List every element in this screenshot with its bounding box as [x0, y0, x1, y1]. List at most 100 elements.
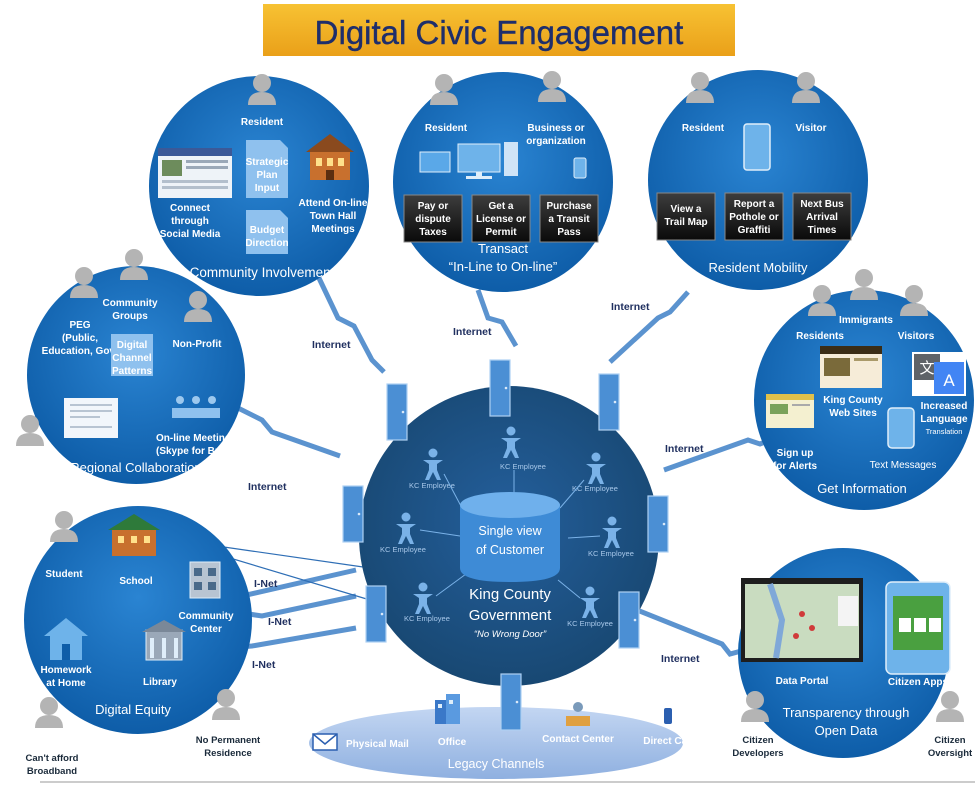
community-groups-label-1: Community — [103, 298, 158, 309]
inet-label: I-Net — [254, 578, 278, 590]
meeting-icon — [172, 396, 220, 418]
website-screenshot — [820, 346, 882, 388]
pothole-label-3: Graffiti — [738, 225, 771, 236]
citizen-apps-phone — [885, 581, 951, 675]
smartphone-icon — [743, 123, 771, 171]
strategic-plan-label-3: Input — [255, 183, 280, 194]
mail-icon — [312, 733, 338, 751]
citizen-oversight-label-1: Citizen — [934, 735, 965, 746]
direct-call-label: Direct Call — [643, 736, 693, 747]
channel-patterns-label-3: Patterns — [112, 366, 152, 377]
get-license-label-1: Get a — [488, 201, 513, 212]
no-residence-label-2: Residence — [204, 748, 252, 759]
increased-language-label-1: Increased — [921, 401, 968, 412]
library-label: Library — [143, 677, 177, 688]
internet-label: Internet — [611, 301, 650, 313]
pothole-label-1: Report a — [734, 199, 775, 210]
community-center-label-2: Center — [190, 624, 222, 635]
pay-taxes-label-3: Taxes — [419, 227, 447, 238]
svg-text:A: A — [943, 371, 955, 390]
next-bus-label-1: Next Bus — [800, 199, 844, 210]
door-icon — [365, 585, 387, 643]
door-icon — [489, 359, 511, 417]
home-icon — [44, 618, 88, 660]
immigrants-label: Immigrants — [839, 315, 893, 326]
king-county-hub: KC Employee KC Employee KC Employee KC E… — [342, 359, 669, 731]
resident-label-mobility: Resident — [682, 123, 725, 134]
online-meetings-label-1: On-line Meetings — [156, 433, 237, 444]
channel-patterns-document — [111, 334, 153, 376]
channel-patterns-label-1: Digital — [117, 340, 148, 351]
page-title: Digital Civic Engagement — [315, 14, 684, 51]
svg-text:On-line Meetings(Skype for Bus: On-line Meetings (Skype for Business) — [156, 433, 255, 457]
pay-taxes-label-2: dispute — [415, 214, 451, 225]
translate-icon: 文A — [912, 352, 966, 396]
increased-language-label-2: Language — [920, 414, 968, 425]
next-bus-button[interactable] — [792, 192, 852, 241]
get-license-label-2: License or — [476, 214, 526, 225]
private-label: Private — [16, 464, 44, 474]
single-view-label-1: Single view — [478, 524, 542, 538]
regional-collaboration-title: Regional Collaboration — [70, 460, 202, 475]
business-label-2: organization — [526, 136, 585, 147]
inet-label: I-Net — [252, 659, 276, 671]
cant-afford-label-1: Can't afford — [26, 753, 79, 764]
resident-label: Resident — [241, 117, 284, 128]
database-cylinder — [460, 492, 560, 582]
svg-text:PEG(Public,Education, Gov): PEG(Public,Education, Gov) — [42, 320, 119, 357]
legacy-channels-title: Legacy Channels — [448, 757, 545, 771]
kc-employee-label: KC Employee — [567, 619, 613, 628]
get-information-title: Get Information — [817, 481, 907, 496]
text-message-phone-icon — [887, 407, 915, 449]
view-trail-map-button[interactable] — [656, 192, 716, 241]
transparency-title-2: Open Data — [815, 723, 879, 738]
community-center-label-1: Community — [179, 611, 234, 622]
visitors-label: Visitors — [898, 331, 935, 342]
internet-label: Internet — [453, 326, 492, 338]
school-icon — [108, 514, 160, 556]
next-bus-label-2: Arrival — [806, 212, 838, 223]
web-sites-label-1: King County — [823, 395, 883, 406]
alerts-screenshot — [766, 394, 814, 428]
resident-mobility-title: Resident Mobility — [709, 260, 808, 275]
pay-taxes-button[interactable] — [403, 194, 463, 243]
kc-employee-label: KC Employee — [380, 545, 426, 554]
report-pothole-button[interactable] — [724, 192, 784, 241]
budget-label-2: Direction — [245, 238, 288, 249]
legacy-channels: Physical Mail Office Contact Center Dire… — [309, 694, 693, 779]
town-hall-icon — [306, 134, 354, 180]
community-involvement-title: Community Involvement — [190, 265, 335, 280]
web-sites-label-2: Web Sites — [829, 408, 877, 419]
kc-employee-label: KC Employee — [572, 484, 618, 493]
purchase-pass-button[interactable] — [539, 194, 599, 243]
town-hall-label-2: Town Hall — [310, 211, 357, 222]
kc-employee-label: KC Employee — [404, 614, 450, 623]
door-icon — [500, 673, 522, 731]
data-portal-map — [741, 578, 863, 662]
info-circle: Residents Immigrants Visitors 文A King Co… — [754, 269, 974, 510]
physical-mail-label: Physical Mail — [346, 739, 409, 750]
peg-label-3: Education, Gov) — [42, 346, 119, 357]
town-hall-label-3: Meetings — [311, 224, 355, 235]
collaboration-document — [64, 398, 118, 438]
citizen-oversight-label-2: Oversight — [928, 748, 973, 759]
online-meetings-label-2: (Skype for Business) — [156, 446, 255, 457]
peg-label-1: PEG — [69, 320, 90, 331]
data-portal-label: Data Portal — [776, 676, 829, 687]
get-license-button[interactable] — [471, 194, 531, 243]
